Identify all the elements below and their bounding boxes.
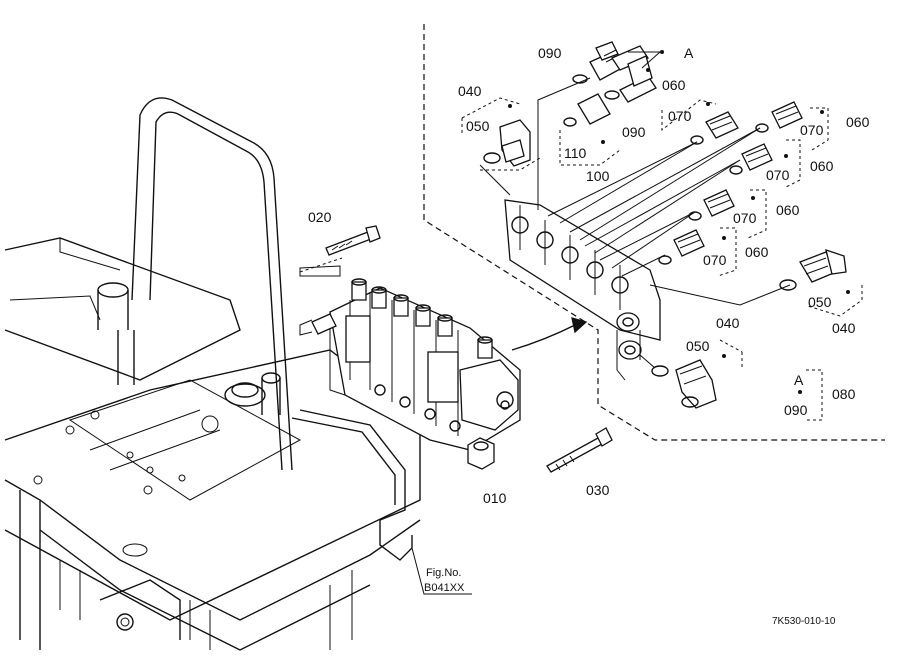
bolt-020	[299, 225, 381, 277]
control-valve-assembly	[311, 278, 521, 470]
figure-reference: Fig.No. B041XX	[424, 567, 465, 594]
chassis-frame	[4, 97, 421, 651]
callout-040-right: 040	[832, 320, 856, 336]
reference-dots	[508, 50, 850, 394]
callout-090-mid: 090	[622, 124, 646, 140]
drawing-code: 7K530-010-10	[772, 616, 836, 627]
leader-lines	[479, 77, 791, 369]
callout-060-r1: 060	[846, 114, 870, 130]
callout-040-top: 040	[458, 83, 482, 99]
callout-070-top: 070	[668, 108, 692, 124]
callout-070-r4: 070	[703, 252, 727, 268]
callout-060-r2: 060	[810, 158, 834, 174]
callout-100: 100	[586, 168, 610, 184]
figure-ref-label: Fig.No.	[426, 567, 461, 579]
callout-070-r1: 070	[800, 122, 824, 138]
callout-020: 020	[308, 209, 332, 225]
callout-050-bottom: 050	[686, 338, 710, 354]
callout-060-top: 060	[662, 77, 686, 93]
callout-090-top: 090	[538, 45, 562, 61]
figure-ref-number: B041XX	[424, 582, 465, 594]
manifold-block	[504, 199, 661, 381]
callout-110: 110	[564, 145, 587, 161]
callout-brackets	[461, 97, 863, 421]
callout-060-r4: 060	[745, 244, 769, 260]
callout-050-right: 050	[808, 294, 832, 310]
figure-ref-leader	[411, 547, 472, 595]
callout-090-bottom: 090	[784, 402, 808, 418]
callout-060-r3: 060	[776, 202, 800, 218]
callout-010: 010	[483, 490, 507, 506]
callout-080: 080	[832, 386, 856, 402]
callout-070-r2: 070	[766, 167, 790, 183]
detail-boundary	[423, 24, 885, 441]
callout-labels: 010 020 030 040 050 090 A 060 070 090 11…	[308, 45, 870, 506]
fittings	[483, 41, 847, 409]
callout-a-top: A	[684, 45, 694, 61]
detail-arrow	[511, 317, 588, 351]
callout-070-r3: 070	[733, 210, 757, 226]
callout-030: 030	[586, 482, 610, 498]
bolt-030	[546, 427, 613, 473]
callout-050-top: 050	[466, 118, 490, 134]
callout-a-bottom: A	[794, 372, 804, 388]
callout-040-bottom: 040	[716, 315, 740, 331]
